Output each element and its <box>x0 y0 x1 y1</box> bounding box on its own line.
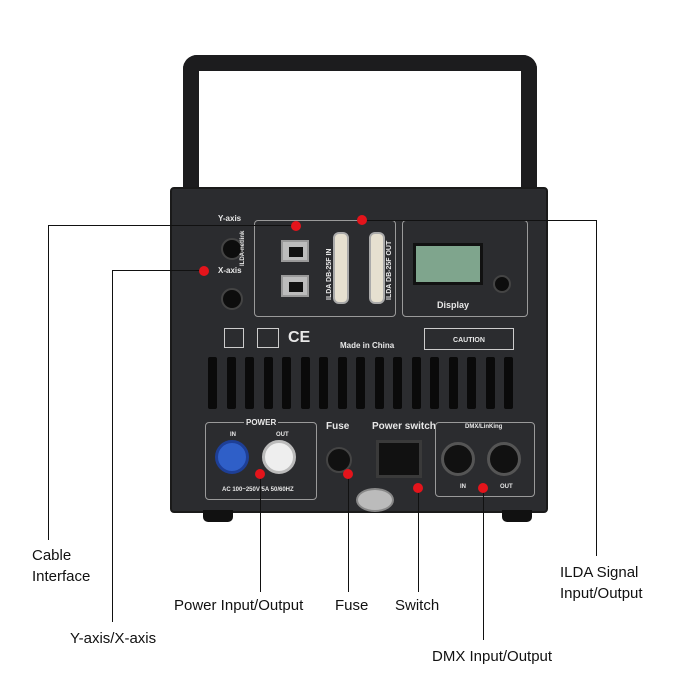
display-label: Display <box>437 300 470 310</box>
callout-line <box>418 488 419 592</box>
power-rating: AC 100~250V/5A 50/60HZ <box>222 487 294 493</box>
lcd-display <box>413 243 483 285</box>
callout-switch: Switch <box>395 597 440 614</box>
ethernet-port[interactable] <box>281 275 309 297</box>
callout-line <box>112 270 113 622</box>
dmx-in-label: IN <box>460 484 466 490</box>
callout-dot <box>413 483 423 493</box>
vent-slot <box>448 357 458 409</box>
ce-mark: CE <box>288 329 311 346</box>
vent-slot <box>374 357 384 409</box>
power-switch[interactable] <box>376 440 422 478</box>
vent-slot <box>356 357 365 409</box>
vent-slot <box>337 357 347 409</box>
callout-dot <box>255 469 265 479</box>
callout-dot <box>199 266 209 276</box>
ilda-netlink-label: ILDA-netlink <box>240 230 246 266</box>
ethernet-port[interactable] <box>281 240 309 262</box>
ilda-in-label: ILDA DB-25F IN <box>326 248 333 300</box>
ilda-out-label: ILDA DB-25F OUT <box>386 240 393 300</box>
x-axis-knob[interactable] <box>221 288 243 310</box>
power-label: POWER <box>244 418 279 427</box>
vent-slot <box>467 357 476 409</box>
dmx-in-connector[interactable] <box>441 442 475 476</box>
callout-line <box>483 488 484 640</box>
callout-power-io: Power Input/Output <box>174 597 304 614</box>
callout-dmx-io: DMX Input/Output <box>432 648 553 665</box>
display-knob[interactable] <box>493 275 511 293</box>
callout-line <box>362 220 596 221</box>
vent-slot <box>226 357 236 409</box>
callout-ilda-signal: ILDA Signal Input/Output <box>560 564 643 602</box>
vent-slot <box>504 357 513 409</box>
callout-dot <box>291 221 301 231</box>
power-out-label: OUT <box>276 432 289 438</box>
rohs-icon <box>257 328 279 348</box>
x-axis-label: X-axis <box>218 266 242 275</box>
vent-slot <box>430 357 439 409</box>
mounting-bolt <box>356 488 394 512</box>
carry-handle <box>183 55 537 205</box>
foot <box>203 510 233 522</box>
callout-dot <box>343 469 353 479</box>
power-switch-label: Power switch <box>372 421 436 432</box>
vent-slot <box>263 357 273 409</box>
caution-label-box: CAUTION <box>424 328 514 350</box>
callout-line <box>112 270 204 271</box>
fuse-holder[interactable] <box>326 447 352 473</box>
vent-slot <box>300 357 310 409</box>
power-in-label: IN <box>230 432 236 438</box>
weee-icon <box>224 328 244 348</box>
callout-fuse: Fuse <box>335 597 369 614</box>
y-axis-label: Y-axis <box>218 214 242 223</box>
ilda-out-port[interactable] <box>369 232 385 304</box>
vent-slot <box>282 357 291 409</box>
vent-slot <box>208 357 217 409</box>
y-axis-knob[interactable] <box>221 238 243 260</box>
callout-y-x-axis: Y-axis/X-axis <box>70 630 157 647</box>
dmx-panel <box>435 422 535 497</box>
callout-dot <box>357 215 367 225</box>
callout-line <box>596 220 597 556</box>
ilda-in-port[interactable] <box>333 232 349 304</box>
callout-dot <box>478 483 488 493</box>
dmx-out-connector[interactable] <box>487 442 521 476</box>
caution-text: CAUTION <box>453 337 485 344</box>
vent-slot <box>411 357 421 409</box>
callout-line <box>48 225 49 540</box>
ilda-panel <box>254 220 396 317</box>
foot <box>502 510 532 522</box>
dmx-label: DMX/LinKing <box>465 424 503 430</box>
vent-slot <box>319 357 328 409</box>
fuse-label: Fuse <box>326 421 350 432</box>
vent-slot <box>485 357 495 409</box>
callout-line <box>48 225 296 226</box>
made-in-label: Made in China <box>340 341 395 350</box>
callout-line <box>260 474 261 592</box>
power-out-connector[interactable] <box>262 440 296 474</box>
dmx-out-label: OUT <box>500 484 513 490</box>
callout-cable-interface: Cable Interface <box>32 547 91 585</box>
vent-slot <box>245 357 254 409</box>
power-in-connector[interactable] <box>215 440 249 474</box>
vent-slot <box>393 357 402 409</box>
callout-line <box>348 474 349 592</box>
